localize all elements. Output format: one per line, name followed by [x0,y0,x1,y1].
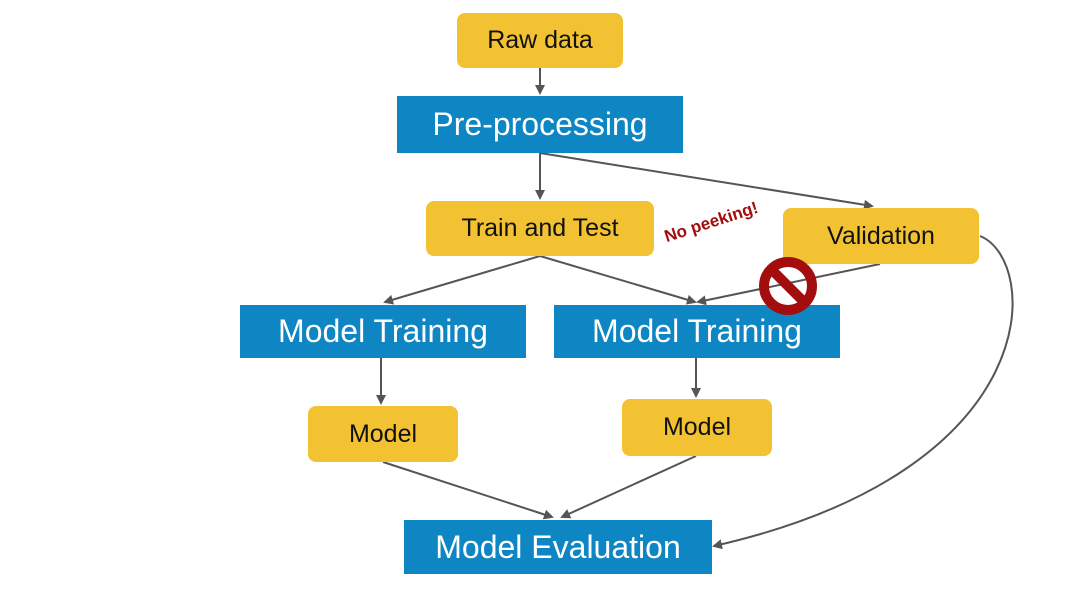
pre-processing-box: Pre-processing [397,96,683,153]
edge-validation-to-evaluation [712,235,1014,550]
model-training-right-label: Model Training [592,313,802,349]
raw-data-label: Raw data [487,26,593,54]
edge-preprocessing-to-validation [539,152,874,210]
raw-data-box: Raw data [457,13,623,68]
validation-box: Validation [783,208,979,264]
model-evaluation-label: Model Evaluation [435,528,681,565]
edge-left-model-to-evaluation [382,461,554,520]
prohibited-sign-icon [759,257,817,315]
model-training-left-label: Model Training [278,313,488,349]
model-left-box: Model [308,406,458,462]
train-and-test-label: Train and Test [461,214,619,242]
model-right-box: Model [622,399,772,456]
edge-right-model-to-evaluation [560,455,697,519]
model-right-label: Model [662,413,732,441]
edge-train-test-to-left-training [383,255,541,305]
model-training-left-box: Model Training [240,305,526,358]
train-and-test-box: Train and Test [426,201,654,256]
model-training-right-box: Model Training [554,305,840,358]
pre-processing-label: Pre-processing [432,106,648,142]
model-evaluation-box: Model Evaluation [404,520,712,574]
validation-label: Validation [827,221,935,250]
model-left-label: Model [348,419,418,448]
edge-train-test-to-right-training [539,255,697,305]
